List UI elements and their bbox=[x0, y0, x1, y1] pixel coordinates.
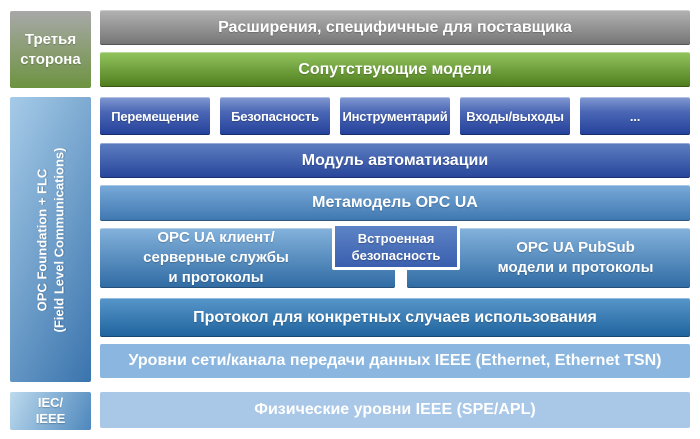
facet-motion: Перемещение bbox=[100, 97, 210, 135]
automation-module-bar: Модуль автоматизации bbox=[100, 143, 690, 178]
third-party-block: Третья сторона bbox=[10, 11, 91, 88]
companion-models-bar: Сопутствующие модели bbox=[100, 52, 690, 87]
embedded-security-block: Встроенная безопасность bbox=[332, 223, 460, 270]
use-case-protocol-bar: Протокол для конкретных случаев использо… bbox=[100, 298, 690, 337]
services-row: OPC UA клиент/ серверные службы и проток… bbox=[100, 223, 690, 288]
vendor-extensions-label: Расширения, специфичные для поставщика bbox=[218, 18, 572, 36]
companion-models-label: Сопутствующие модели bbox=[298, 60, 492, 78]
physical-layers-bar: Физические уровни IEEE (SPE/APL) bbox=[100, 392, 690, 428]
opc-foundation-label: OPC Foundation + FLC (Field Level Commun… bbox=[34, 147, 67, 332]
facet-safety: Безопасность bbox=[220, 97, 330, 135]
metamodel-bar: Метамодель OPC UA bbox=[100, 185, 690, 221]
vendor-extensions-bar: Расширения, специфичные для поставщика bbox=[100, 10, 690, 45]
physical-layers-label: Физические уровни IEEE (SPE/APL) bbox=[254, 401, 536, 418]
network-layers-bar: Уровни сети/канала передачи данных IEEE … bbox=[100, 344, 690, 378]
metamodel-label: Метамодель OPC UA bbox=[312, 194, 478, 211]
iec-ieee-label: IEC/ IEEE bbox=[35, 395, 66, 426]
facet-row: Перемещение Безопасность Инструментарий … bbox=[100, 97, 690, 135]
facet-instrumentation: Инструментарий bbox=[340, 97, 450, 135]
automation-module-label: Модуль автоматизации bbox=[301, 151, 489, 169]
third-party-label: Третья сторона bbox=[20, 30, 81, 68]
network-layers-label: Уровни сети/канала передачи данных IEEE … bbox=[128, 352, 662, 369]
facet-io: Входы/выходы bbox=[460, 97, 570, 135]
opc-foundation-block: OPC Foundation + FLC (Field Level Commun… bbox=[10, 97, 91, 382]
iec-ieee-block: IEC/ IEEE bbox=[10, 392, 91, 430]
facet-ellipsis: ... bbox=[580, 97, 690, 135]
use-case-protocol-label: Протокол для конкретных случаев использо… bbox=[193, 308, 597, 326]
